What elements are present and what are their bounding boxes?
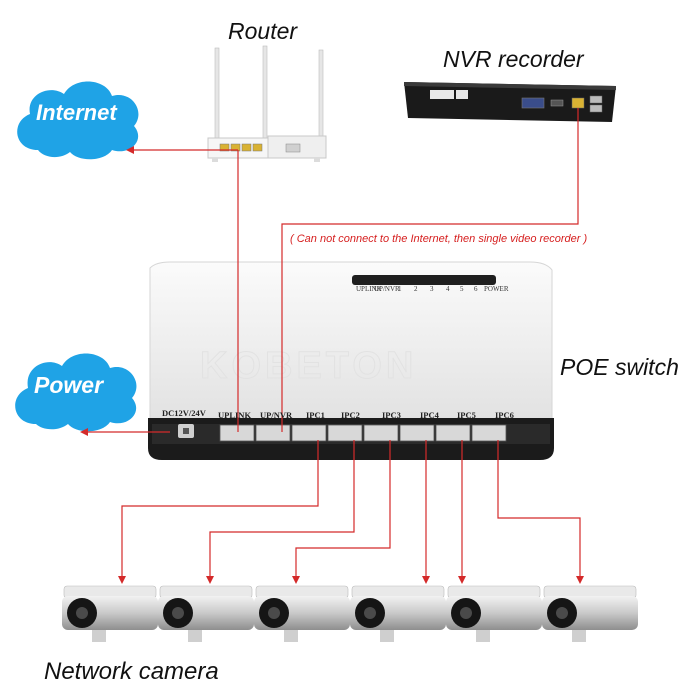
port-label-ipc4: IPC4	[420, 410, 439, 420]
camera-row	[62, 585, 638, 642]
port-label-ipc5: IPC5	[457, 410, 476, 420]
port-label-ipc3: IPC3	[382, 410, 401, 420]
wiring	[80, 108, 584, 584]
led-label-1: 1	[398, 285, 402, 293]
port-label-ipc6: IPC6	[495, 410, 514, 420]
led-label-upnvr: UP/NVR	[374, 285, 400, 293]
ethernet-ports	[219, 424, 507, 442]
network-camera-5-icon	[446, 585, 542, 642]
led-label-uplink: UPLINK	[356, 285, 382, 293]
led-label-4: 4	[446, 285, 450, 293]
port-label-uplink: UPLINK	[218, 410, 252, 420]
port-label-upnvr: UP/NVR	[260, 410, 293, 420]
wire-ipc1	[118, 440, 319, 584]
network-camera-6-icon	[542, 585, 638, 642]
internet-label: Internet	[36, 100, 117, 125]
nvr-recorder-icon	[404, 82, 616, 122]
led-label-2: 2	[414, 285, 418, 293]
switch-watermark: KOBETON	[200, 345, 417, 387]
router-icon	[207, 45, 327, 162]
poe-switch-label: POE switch	[560, 354, 679, 380]
power-cloud-icon	[15, 353, 137, 432]
wire-nvr-upnvr	[281, 108, 579, 432]
port-label-dc: DC12V/24V	[162, 408, 206, 418]
wire-ipc6	[497, 440, 584, 584]
led-label-6: 6	[474, 285, 478, 293]
internet-cloud-icon	[17, 81, 139, 160]
wire-ipc3	[292, 440, 391, 584]
port-label-ipc1: IPC1	[306, 410, 325, 420]
port-label-ipc2: IPC2	[341, 410, 360, 420]
network-camera-1-icon	[62, 585, 158, 642]
led-label-5: 5	[460, 285, 464, 293]
led-label-power: POWER	[484, 285, 509, 293]
network-camera-4-icon	[350, 585, 446, 642]
wire-ipc2	[206, 440, 355, 584]
poe-switch-icon: KOBETON	[148, 261, 554, 460]
router-label: Router	[228, 18, 298, 44]
network-camera-2-icon	[158, 585, 254, 642]
nvr-recorder-label: NVR recorder	[443, 46, 584, 72]
led-label-3: 3	[430, 285, 434, 293]
nvr-note: ( Can not connect to the Internet, then …	[290, 233, 588, 245]
power-label: Power	[34, 372, 104, 398]
network-camera-label: Network camera	[44, 658, 219, 685]
network-camera-3-icon	[254, 585, 350, 642]
